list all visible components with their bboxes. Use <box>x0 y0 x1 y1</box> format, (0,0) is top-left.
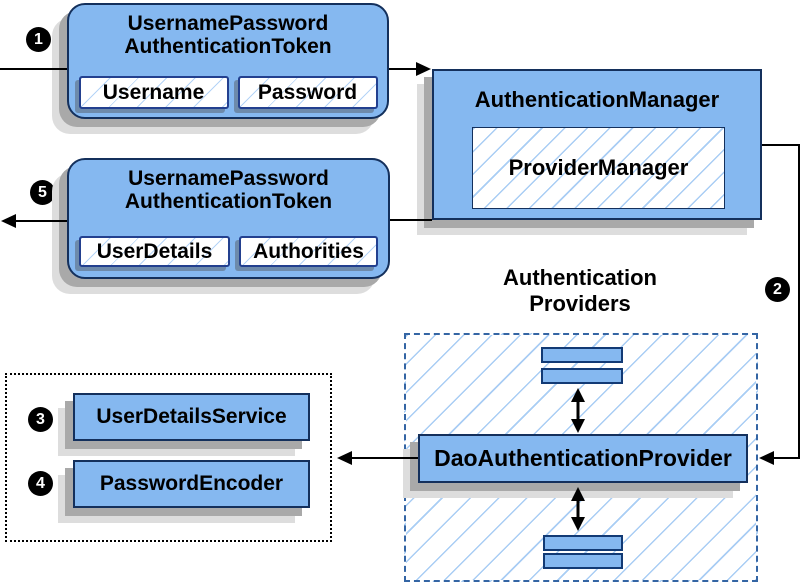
response-token-title-line2: AuthenticationToken <box>124 190 333 213</box>
response-token-title-line1: UsernamePassword <box>128 167 329 190</box>
userdetails-field: UserDetails <box>79 236 230 267</box>
request-token-fields: Username Password <box>69 76 387 109</box>
step-5-badge: 5 <box>30 180 55 205</box>
generic-provider-bar-bottom-2 <box>543 553 623 569</box>
request-token-title-line1: UsernamePassword <box>127 12 329 35</box>
username-field: Username <box>78 76 229 109</box>
step-4-badge: 4 <box>28 471 53 496</box>
request-token-title: UsernamePassword AuthenticationToken <box>69 5 387 58</box>
generic-provider-bar-top-1 <box>541 347 623 363</box>
authentication-providers-label-line1: Authentication <box>503 265 657 290</box>
response-token-fields: UserDetails Authorities <box>69 236 388 267</box>
password-field: Password <box>237 76 378 109</box>
request-token-box: UsernamePassword AuthenticationToken Use… <box>67 3 389 119</box>
arrow-response-out-head-icon <box>1 214 16 228</box>
user-details-service-box: UserDetailsService <box>73 393 310 441</box>
arrow-token-to-manager-head-icon <box>416 62 431 76</box>
generic-provider-bar-bottom-1 <box>543 535 623 551</box>
step-2-badge: 2 <box>765 277 790 302</box>
authentication-providers-label-line2: Providers <box>529 291 631 316</box>
generic-provider-bar-top-2 <box>541 368 623 384</box>
request-token-title-line2: AuthenticationToken <box>124 35 332 58</box>
authentication-providers-label: Authentication Providers <box>460 265 700 317</box>
dao-authentication-provider-box: DaoAuthenticationProvider <box>418 434 748 483</box>
manager-to-dao-head-icon <box>759 451 774 465</box>
authorities-field: Authorities <box>239 236 378 267</box>
step-3-badge: 3 <box>28 407 53 432</box>
step-1-badge: 1 <box>26 27 51 52</box>
response-token-title: UsernamePassword AuthenticationToken <box>69 160 388 213</box>
authentication-manager-title: AuthenticationManager <box>474 87 720 112</box>
services-group-box <box>5 373 332 542</box>
response-token-box: UsernamePassword AuthenticationToken Use… <box>67 158 390 279</box>
authentication-manager-box: AuthenticationManager ProviderManager <box>432 69 762 220</box>
dao-to-services-head-icon <box>337 451 352 465</box>
provider-manager-box: ProviderManager <box>472 127 725 209</box>
password-encoder-box: PasswordEncoder <box>73 460 310 508</box>
